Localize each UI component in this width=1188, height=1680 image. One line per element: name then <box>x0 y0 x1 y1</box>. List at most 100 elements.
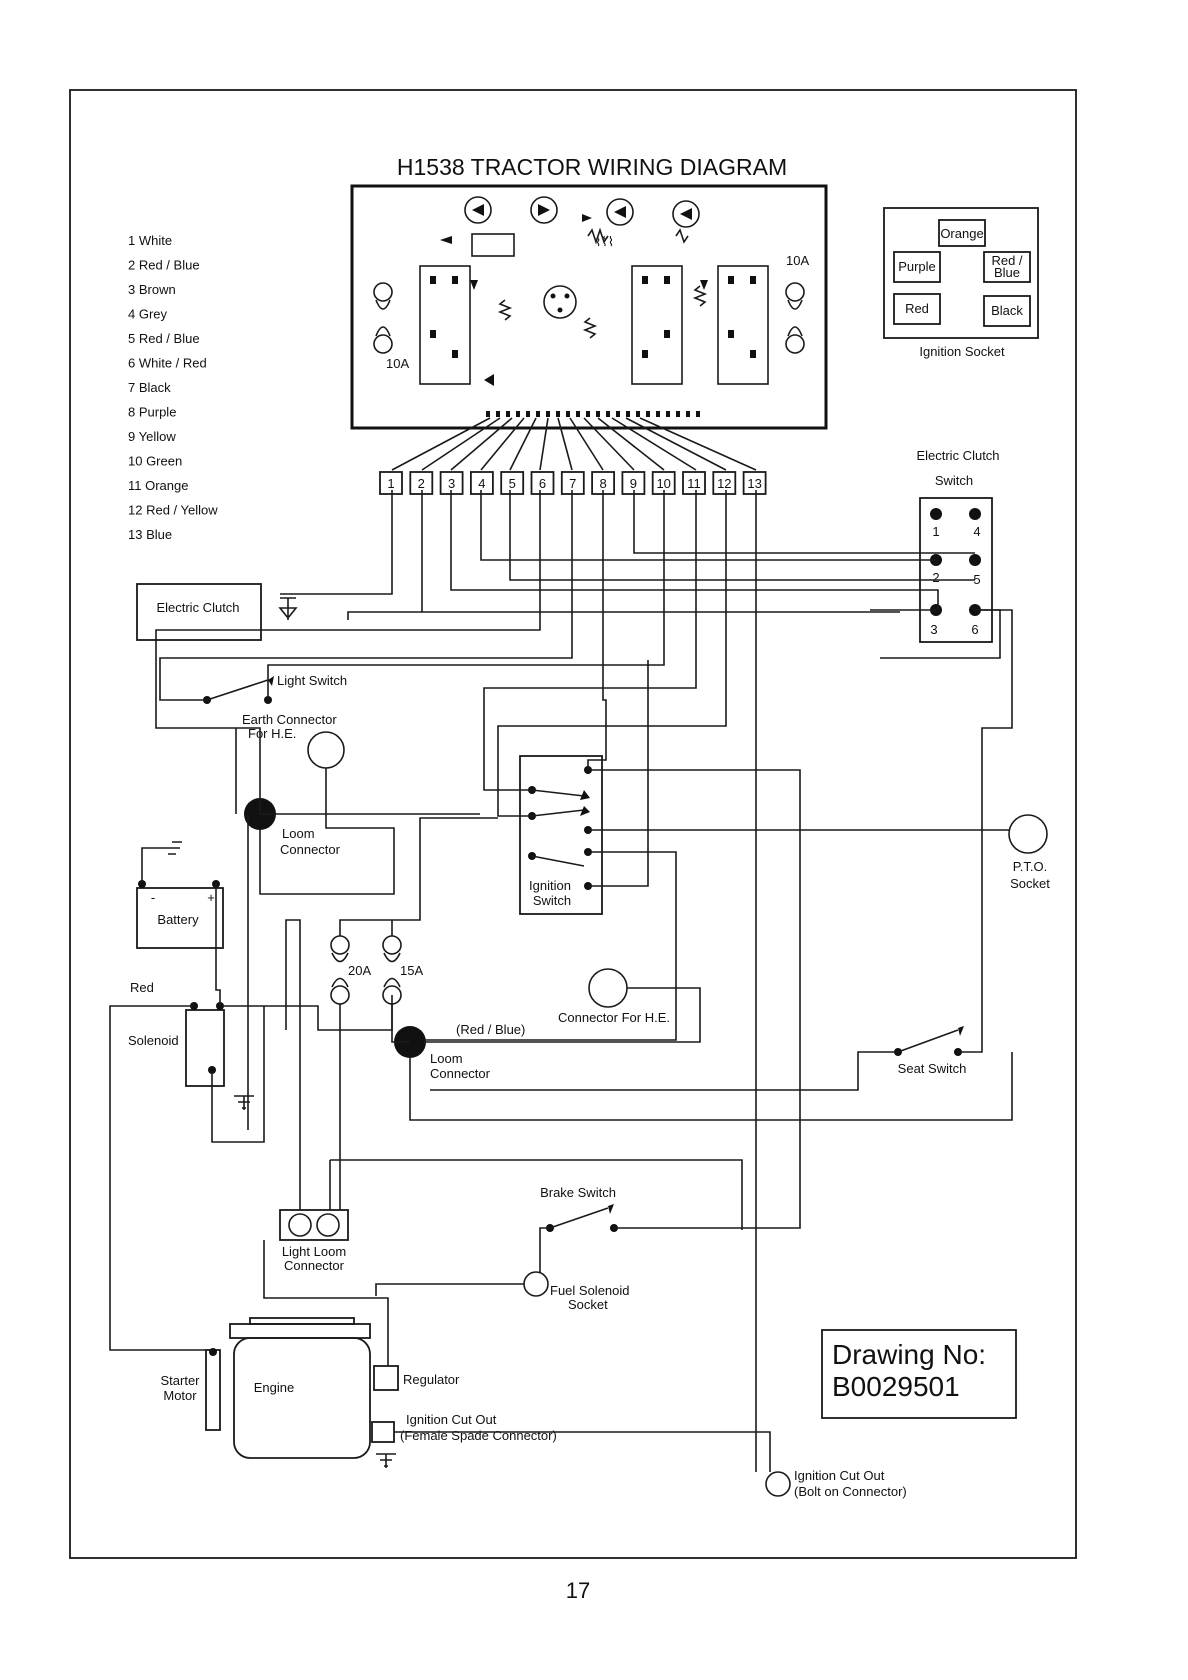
ignition-socket: Orange Purple Red / Blue Red Black Ignit… <box>883 207 1039 359</box>
page-number: 17 <box>566 1578 590 1603</box>
socket-red-blue-label-1: Red / <box>991 253 1022 268</box>
regulator-label: Regulator <box>403 1372 460 1387</box>
clutch-switch-label-2: Switch <box>935 473 973 488</box>
ignition-cutout-spade-label-1: Ignition Cut Out <box>406 1412 497 1427</box>
legend-item: 6 White / Red <box>128 356 207 371</box>
battery-plus: + <box>207 890 215 905</box>
connector-pin-box <box>469 471 494 495</box>
diagram-title: H1538 TRACTOR WIRING DIAGRAM <box>397 154 787 180</box>
connector-pin-box <box>379 471 403 495</box>
ignition-cutout-spade <box>371 1421 395 1443</box>
loom-connector-top-label-1: Loom <box>282 826 315 841</box>
socket-black-label: Black <box>991 303 1023 318</box>
clutch-pin-1: 1 <box>932 524 939 539</box>
loom-connector-top-label-2: Connector <box>280 842 341 857</box>
panel-fuse-right: 10A <box>786 253 809 268</box>
clutch-pin-5: 5 <box>973 572 980 587</box>
socket-red-label: Red <box>905 301 929 316</box>
socket-orange-label: Orange <box>940 226 983 241</box>
electric-clutch: Electric Clutch <box>136 583 298 641</box>
connector-pin-label: 11 <box>687 476 701 491</box>
engine: Engine <box>229 1317 396 1468</box>
legend-item: 9 Yellow <box>128 429 176 444</box>
socket-purple-label: Purple <box>898 259 936 274</box>
clutch-pin-3: 3 <box>930 622 937 637</box>
fuse-20a-label: 20A <box>348 963 371 978</box>
red-blue-label: (Red / Blue) <box>456 1022 525 1037</box>
ignition-switch-label-2: Switch <box>533 893 571 908</box>
seat-switch: Seat Switch <box>894 1026 966 1076</box>
connector-pin-label: 10 <box>656 476 670 491</box>
ignition-switch-label-1: Ignition <box>529 878 571 893</box>
legend-item: 12 Red / Yellow <box>128 503 218 518</box>
harness-wiring <box>109 490 1013 1472</box>
clutch-pin-2: 2 <box>932 570 939 585</box>
red-wire-label: Red <box>130 980 154 995</box>
electric-clutch-label: Electric Clutch <box>156 600 239 615</box>
battery: Battery - + <box>136 841 224 949</box>
legend-item: 8 Purple <box>128 405 176 420</box>
fuse-15a: 15A <box>382 935 423 1005</box>
fuse-15a-label: 15A <box>400 963 423 978</box>
starter-motor-label-2: Motor <box>163 1388 197 1403</box>
battery-minus: - <box>151 890 155 905</box>
brake-switch-label: Brake Switch <box>540 1185 616 1200</box>
brake-switch: Brake Switch <box>540 1185 618 1232</box>
legend-item: 2 Red / Blue <box>128 258 200 273</box>
light-loom-connector: Light Loom Connector <box>279 1209 349 1273</box>
page-frame <box>69 89 1077 1559</box>
connector-pin-label: 9 <box>630 476 637 491</box>
light-switch: Light Switch <box>203 673 347 704</box>
connector-pin-box <box>742 471 767 495</box>
pto-socket <box>1008 814 1048 854</box>
drawing-number-box: Drawing No: B0029501 <box>821 1329 1017 1419</box>
connector-pin-box <box>530 471 555 495</box>
connector-pin-label: 12 <box>717 476 731 491</box>
connector-pin-label: 13 <box>747 476 761 491</box>
clutch-switch-label-1: Electric Clutch <box>916 448 999 463</box>
fuel-solenoid-label-1: Fuel Solenoid <box>550 1283 630 1298</box>
legend-item: 4 Grey <box>128 307 168 322</box>
wire-colour-legend: 1 White 2 Red / Blue 3 Brown 4 Grey 5 Red / … <box>128 233 218 542</box>
loom-connector-bottom-label-2: Connector <box>430 1066 491 1081</box>
ignition-cutout-spade-label-2: (Female Spade Connector) <box>400 1428 557 1443</box>
connector-pin-label: 1 <box>387 476 394 491</box>
connector-pin-label: 2 <box>418 476 425 491</box>
connector-pin-label: 7 <box>569 476 576 491</box>
connector-for-he <box>588 968 628 1008</box>
legend-item: 1 White <box>128 233 172 248</box>
starter-motor: Starter Motor <box>160 1348 221 1431</box>
drawing-number-label: Drawing No: <box>832 1339 986 1370</box>
ignition-switch: Ignition Switch <box>519 755 603 915</box>
electric-clutch-switch: Electric Clutch Switch 1 4 2 5 3 6 <box>916 448 1000 643</box>
legend-item: 3 Brown <box>128 282 176 297</box>
ignition-cutout-bolt <box>765 1471 791 1497</box>
clutch-pin-4: 4 <box>973 524 980 539</box>
connector-pin-label: 8 <box>599 476 606 491</box>
ignition-cutout-bolt-label-2: (Bolt on Connector) <box>794 1484 907 1499</box>
legend-item: 11 Orange <box>128 478 188 493</box>
panel-fuse-left: 10A <box>386 356 409 371</box>
fuel-solenoid-label-2: Socket <box>568 1297 608 1312</box>
connector-pin-box <box>682 471 706 495</box>
legend-item: 5 Red / Blue <box>128 331 200 346</box>
panel-harness-wires <box>391 417 757 471</box>
solenoid: Solenoid <box>128 1002 254 1110</box>
regulator <box>373 1365 399 1391</box>
legend-item: 7 Black <box>128 380 171 395</box>
clutch-pin-6: 6 <box>971 622 978 637</box>
seat-switch-label: Seat Switch <box>898 1061 967 1076</box>
light-loom-label-2: Connector <box>284 1258 345 1273</box>
ignition-socket-label: Ignition Socket <box>919 344 1005 359</box>
ignition-cutout-bolt-label-1: Ignition Cut Out <box>794 1468 885 1483</box>
solenoid-label: Solenoid <box>128 1033 179 1048</box>
socket-red-blue-label-2: Blue <box>994 265 1020 280</box>
connector-pin-label: 6 <box>539 476 546 491</box>
instrument-panel: ⌇⌇⌇ 10A 10A <box>350 184 828 430</box>
connector-pin-label: 5 <box>509 476 516 491</box>
connector-pin-label: 4 <box>478 476 485 491</box>
battery-label: Battery <box>157 912 199 927</box>
earth-connector-label-1: Earth Connector <box>242 712 337 727</box>
loom-connector-bottom-label-1: Loom <box>430 1051 463 1066</box>
